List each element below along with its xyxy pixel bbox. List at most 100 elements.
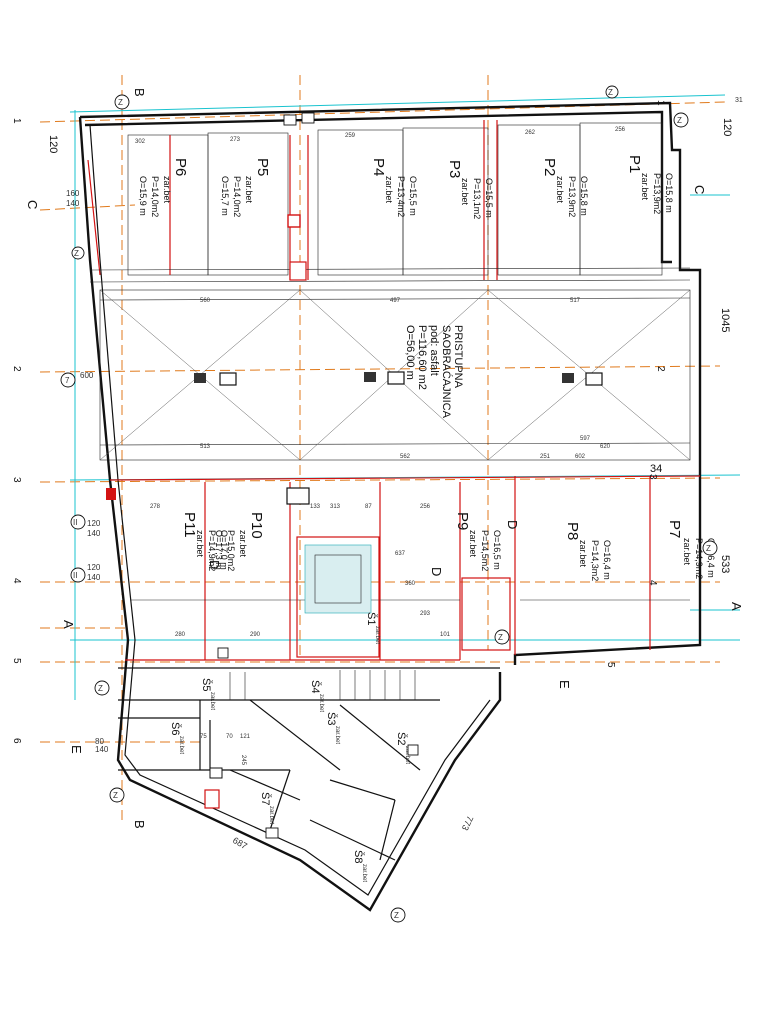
storage-label-s7: Š7 zar.bet <box>259 792 274 824</box>
svg-text:140: 140 <box>87 573 101 582</box>
svg-text:273: 273 <box>230 137 241 143</box>
svg-text:70: 70 <box>226 734 233 740</box>
ii-marker-icon: II <box>70 514 86 530</box>
storage-label-s6: Š6 zar.bet <box>169 722 184 754</box>
svg-text:P2: P2 <box>541 158 558 176</box>
storage-labels: Š1 zar.bet Š2 zar.bet Š3 zar.bet Š4 zar.… <box>169 612 410 882</box>
z-marker-icon: Z <box>94 680 110 696</box>
svg-text:602: 602 <box>575 454 586 460</box>
storage-label-s8: Š8 zar.bet <box>352 850 367 882</box>
access-road-area <box>99 289 691 461</box>
svg-text:773: 773 <box>460 814 475 832</box>
svg-text:360: 360 <box>405 581 416 587</box>
svg-text:zar.bet: zar.bet <box>361 864 367 882</box>
parking-label-p11: P11 zar.bet P=14,9m2 O=17,0 m <box>181 512 229 571</box>
svg-text:zar.bet: zar.bet <box>195 530 205 558</box>
svg-text:O=15,8 m: O=15,8 m <box>664 173 674 213</box>
svg-text:B: B <box>132 820 147 829</box>
svg-text:5: 5 <box>11 658 22 664</box>
parking-top-row <box>87 120 691 283</box>
svg-text:87: 87 <box>365 504 372 510</box>
svg-text:O=16,5 m: O=16,5 m <box>492 530 502 570</box>
svg-text:256: 256 <box>420 504 431 510</box>
z-marker-icon: Z <box>109 787 125 803</box>
section-markers: Z Z Z Z Z Z Z Z <box>60 85 718 923</box>
svg-text:140: 140 <box>87 529 101 538</box>
svg-text:zar.bet: zar.bet <box>178 736 184 754</box>
svg-text:597: 597 <box>580 436 591 442</box>
svg-text:101: 101 <box>440 632 451 638</box>
svg-text:zar.bet: zar.bet <box>460 178 470 206</box>
svg-text:II: II <box>73 518 77 527</box>
svg-text:1: 1 <box>11 118 22 124</box>
svg-text:P=13,1m2: P=13,1m2 <box>472 178 482 219</box>
svg-text:140: 140 <box>66 199 80 208</box>
svg-text:Š6: Š6 <box>169 722 182 735</box>
drain-grate-icon <box>194 373 206 383</box>
storage-label-s5: Š5 zar.bet <box>200 678 215 710</box>
svg-text:zar.bet: zar.bet <box>640 173 650 201</box>
svg-text:Z: Z <box>677 116 682 125</box>
svg-text:3: 3 <box>11 477 22 483</box>
svg-text:zar.bet: zar.bet <box>318 694 324 712</box>
svg-text:B: B <box>132 88 147 97</box>
z-marker-icon: Z <box>114 94 130 110</box>
svg-text:C: C <box>692 185 707 194</box>
outer-walls <box>78 101 702 912</box>
parking-label-p3: P3 zar.bet P=13,1m2 O=15,5 m <box>446 160 494 219</box>
svg-text:Z: Z <box>608 88 613 97</box>
svg-text:zar.bet: zar.bet <box>334 726 340 744</box>
svg-text:34: 34 <box>650 463 662 475</box>
svg-text:zar.bet: zar.bet <box>578 540 588 568</box>
svg-text:Š1: Š1 <box>365 612 378 625</box>
svg-text:4: 4 <box>11 578 22 584</box>
svg-text:256: 256 <box>615 127 626 133</box>
svg-text:zar.bet: zar.bet <box>384 176 394 204</box>
svg-text:121: 121 <box>240 734 251 740</box>
svg-text:zar.bet: zar.bet <box>682 538 692 566</box>
svg-text:1: 1 <box>655 100 666 106</box>
svg-text:zar.bet: zar.bet <box>555 176 565 204</box>
svg-text:P=13,9m2: P=13,9m2 <box>652 173 662 214</box>
svg-text:513: 513 <box>200 444 211 450</box>
svg-text:Š2: Š2 <box>395 732 408 745</box>
svg-text:O=15,7 m: O=15,7 m <box>220 176 230 216</box>
drain-grate-icon <box>562 373 574 383</box>
svg-text:P=14,3m2: P=14,3m2 <box>590 540 600 581</box>
svg-text:pod: asfalt: pod: asfalt <box>428 325 440 376</box>
svg-text:P=14,9m2: P=14,9m2 <box>694 538 704 579</box>
svg-text:P=14,5m2: P=14,5m2 <box>480 530 490 571</box>
svg-text:302: 302 <box>135 139 146 145</box>
svg-text:P=14,0m2: P=14,0m2 <box>232 176 242 217</box>
svg-text:O=56,00 m: O=56,00 m <box>404 325 416 380</box>
svg-text:4: 4 <box>647 580 658 586</box>
svg-text:290: 290 <box>250 632 261 638</box>
svg-text:O=17,0 m: O=17,0 m <box>219 530 229 570</box>
svg-text:560: 560 <box>200 298 211 304</box>
parking-label-p9: P9 zar.bet P=14,5m2 O=16,5 m <box>454 512 502 571</box>
svg-text:zar.bet: zar.bet <box>238 530 248 558</box>
axis-labels: 1 2 3 4 5 6 1 2 3 4 5 B B C C A A D D D … <box>11 88 744 829</box>
svg-text:Z: Z <box>706 544 711 553</box>
svg-text:P11: P11 <box>181 512 198 538</box>
svg-text:517: 517 <box>570 298 581 304</box>
parking-label-p8: P8 zar.bet P=14,3m2 O=16,4 m <box>564 522 612 581</box>
drain-pit-icon <box>585 372 603 386</box>
parking-lower-row <box>106 475 701 661</box>
svg-text:140: 140 <box>95 745 109 754</box>
svg-text:280: 280 <box>175 632 186 638</box>
small-dimension-values: 273 259 262 256 302 517 497 560 513 562 … <box>135 127 626 766</box>
svg-text:D: D <box>505 520 520 529</box>
svg-text:75: 75 <box>200 734 207 740</box>
svg-text:80: 80 <box>95 737 104 746</box>
z-marker-icon: Z <box>494 629 510 645</box>
storage-section <box>118 667 500 861</box>
svg-text:zar.bet: zar.bet <box>244 176 254 204</box>
svg-text:P7: P7 <box>666 520 683 538</box>
svg-text:497: 497 <box>390 298 401 304</box>
svg-text:O=15,8 m: O=15,8 m <box>579 176 589 216</box>
svg-text:7: 7 <box>65 376 70 385</box>
svg-text:2: 2 <box>655 366 666 372</box>
svg-text:P=13,4m2: P=13,4m2 <box>396 176 406 217</box>
svg-text:D: D <box>429 567 444 576</box>
